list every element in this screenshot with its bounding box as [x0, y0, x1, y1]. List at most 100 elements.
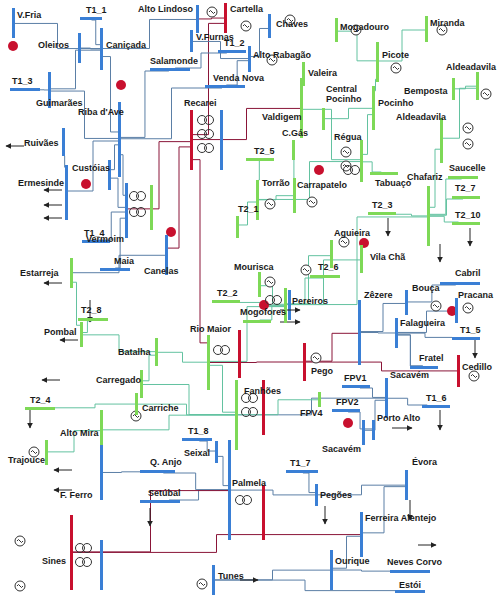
substation-label: Torrão [262, 178, 290, 188]
substation-label: T1_8 [188, 426, 209, 436]
transmission-line [363, 162, 381, 172]
substation-label: Alto Lindoso [138, 4, 193, 14]
bus-bar: Évora [405, 470, 408, 500]
substation-label: Pereiros [292, 296, 328, 306]
substation-label: Ruivães [24, 138, 59, 148]
bus-bar: Sacavém [385, 378, 388, 418]
bus-bar: T1_8 [182, 438, 212, 441]
bus-bar: Canelas [165, 235, 168, 275]
generator-symbol [301, 265, 311, 275]
generator-symbol [197, 579, 207, 589]
substation-label: Sines [42, 556, 66, 566]
bus-bar: T2_8 [78, 318, 108, 321]
substation-label: Alto Rabagão [253, 50, 311, 60]
substation-label: Vila Chã [370, 252, 405, 262]
substation-label: T1_2 [224, 38, 245, 48]
substation-label: Vermoim [86, 234, 124, 244]
bus-bar: Régua [360, 140, 363, 182]
substation-label: Estói [399, 580, 421, 590]
bus-bar: Carrapatelo [293, 178, 296, 213]
transmission-line [360, 388, 385, 397]
bus-bar: Recarei [190, 110, 193, 170]
transmission-line [103, 471, 140, 473]
bus-bar [150, 185, 153, 230]
transmission-line [293, 160, 294, 178]
transmission-line [143, 384, 235, 414]
bus-bar: Ferreira Alentejo [360, 512, 363, 557]
transmission-line [231, 490, 315, 495]
substation-label: Rio Maior [190, 324, 231, 334]
substation-label: Bouça [412, 283, 440, 293]
bus-bar: T1_2 [218, 50, 246, 53]
bus-bar: Riba d'Ave [118, 102, 121, 177]
bus-bar: C.Gás [292, 140, 295, 160]
bus-bar: FPV2 [332, 409, 360, 412]
substation-label: Estarreja [20, 268, 59, 278]
bus-bar: Cartella [224, 3, 227, 33]
substation-label: T2_3 [372, 200, 393, 210]
generator-symbol [463, 139, 473, 149]
bus-bar: Caniçada [100, 28, 103, 70]
substation-label: Cabril [455, 268, 481, 278]
substation-label: Fanhões [244, 386, 281, 396]
reactor-dot [116, 80, 126, 90]
transmission-line [218, 456, 228, 485]
bus-bar: Batalha [155, 338, 158, 366]
bus-bar: Zêzere [358, 300, 361, 365]
bus-bar: Tunes [212, 565, 215, 595]
bus-bar: FPV1 [342, 385, 370, 388]
bus-bar: Tabuaço [370, 172, 398, 175]
transmission-line [163, 473, 228, 490]
bus-bar: Trajouce [45, 440, 48, 465]
substation-label: Riba d'Ave [78, 107, 124, 117]
substation-label: Carrapatelo [297, 180, 347, 190]
substation-label: Chaves [276, 19, 308, 29]
transmission-line [361, 303, 405, 331]
bus-bar: Central Pocinho [322, 108, 325, 130]
bus-bar: Bemposta [452, 78, 455, 100]
bus-bar: Neves Corvo [390, 570, 430, 573]
bus-bar: Falagueira [395, 318, 398, 348]
substation-label: Pego [311, 366, 333, 376]
transmission-line [55, 404, 135, 408]
generator-symbol [311, 353, 321, 363]
generator-symbol [431, 301, 441, 311]
bus-bar [100, 540, 103, 590]
bus-bar [220, 110, 223, 170]
substation-label: T1_5 [460, 325, 481, 335]
substation-label: Canelas [144, 266, 179, 276]
generator-symbol [463, 123, 473, 133]
transmission-line [210, 362, 303, 363]
generator-symbol [307, 197, 317, 207]
substation-label: Caniçada [106, 40, 146, 50]
substation-label: Trajouce [8, 455, 45, 465]
substation-label: T2_6 [318, 262, 339, 272]
substation-label: Chafariz [407, 172, 443, 182]
bus-bar: T2_6 [310, 275, 340, 278]
bus-bar: Alto Lindoso [196, 5, 199, 33]
bus-bar: Sines [70, 515, 73, 590]
substation-label: Cartella [230, 4, 263, 14]
transmission-line [103, 415, 235, 430]
bus-bar: V.Furnas [190, 30, 193, 52]
substation-label: Aguieira [334, 228, 370, 238]
bus-bar: Guimarães [48, 72, 51, 108]
bus-bar: Pocinho [372, 86, 375, 130]
bus-bar: T2_5 [246, 158, 274, 161]
bus-bar: Setúbal [140, 500, 180, 503]
bus-bar: Mogadouro [335, 18, 338, 42]
bus-bar: Bouça [405, 290, 408, 315]
bus-bar: Rio Maior [207, 335, 210, 390]
substation-label: Alto Mira [60, 428, 99, 438]
substation-label: Miranda [430, 18, 465, 28]
substation-label: FPV1 [344, 373, 367, 383]
substation-label: Q. Anjo [150, 457, 182, 467]
transmission-line [83, 321, 92, 333]
bus-bar: F. Ferro [100, 445, 103, 500]
substation-label: T2_2 [217, 288, 238, 298]
bus-bar: Cedillo [457, 355, 460, 387]
bus-bar: Mourisca [258, 272, 261, 297]
substation-label: T1_3 [12, 76, 33, 86]
bus-bar: Miranda [425, 16, 428, 42]
substation-label: Setúbal [148, 488, 181, 498]
